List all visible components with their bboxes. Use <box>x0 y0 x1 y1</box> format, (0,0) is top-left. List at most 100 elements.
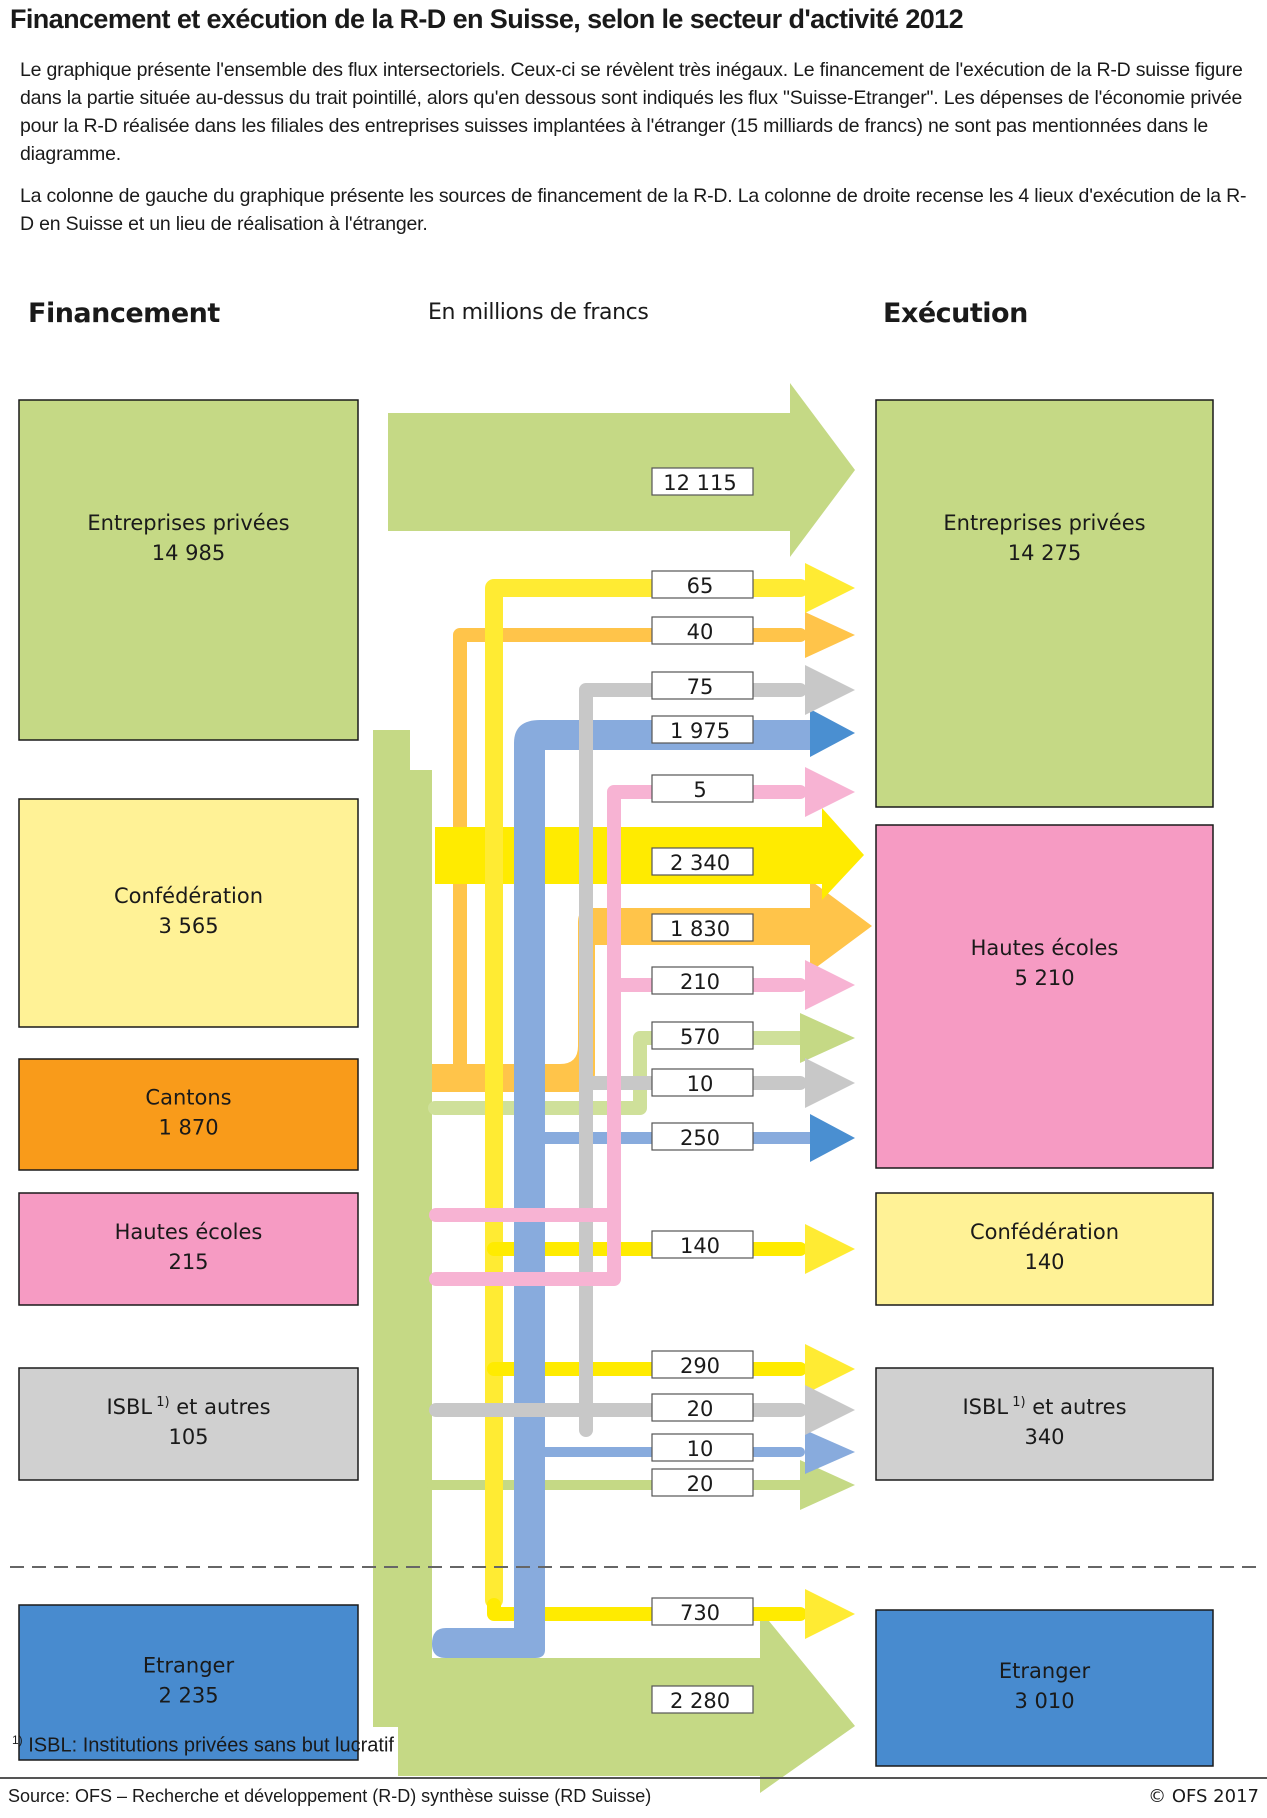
source-box-label-isbl: ISBL 1) et autres <box>106 1395 270 1419</box>
source-box-value-cantons: 1 870 <box>158 1116 218 1140</box>
flow-value-box <box>651 1122 754 1151</box>
flow-value-label: 10 <box>651 1068 754 1097</box>
flow-value-box <box>651 467 754 496</box>
target-box-value-confederation: 140 <box>1024 1250 1064 1274</box>
flow-value-label: 290 <box>651 1350 754 1379</box>
target-box-confederation: Confédération 140 <box>875 1192 1214 1306</box>
chart-title: Financement et exécution de la R-D en Su… <box>10 4 964 34</box>
flow-value-label: 1 830 <box>651 913 754 942</box>
flow-value-label: 730 <box>651 1597 754 1626</box>
flow-value-box <box>651 774 754 803</box>
source-box-hautes_ecoles: Hautes écoles 215 <box>18 1192 359 1306</box>
flow-value-text: 1 830 <box>670 917 730 941</box>
source-box-value-hautes_ecoles: 215 <box>168 1250 208 1274</box>
unit-label: En millions de francs <box>428 300 649 325</box>
target-box-value-etranger: 3 010 <box>1014 1689 1074 1713</box>
target-box-isbl: ISBL 1) et autres 340 <box>875 1367 1214 1481</box>
flow-value-text: 20 <box>687 1397 714 1421</box>
source-box-rect-confederation <box>18 798 359 1028</box>
flow-value-box <box>651 1350 754 1379</box>
source-box-value-confederation: 3 565 <box>158 914 218 938</box>
flow-value-label: 210 <box>651 966 754 995</box>
flow-value-box <box>651 1230 754 1259</box>
source-text: Source: OFS – Recherche et développement… <box>8 1786 652 1806</box>
flow-value-label: 140 <box>651 1230 754 1259</box>
source-box-value-etranger: 2 235 <box>158 1684 218 1708</box>
flow-value-text: 40 <box>687 620 714 644</box>
execution-heading: Exécution <box>883 298 1028 329</box>
arrowhead-entreprises-hautes-ecoles <box>800 1013 855 1063</box>
source-box-value-entreprises: 14 985 <box>152 541 225 565</box>
source-box-cantons: Cantons 1 870 <box>18 1058 359 1171</box>
flow-value-label: 20 <box>651 1468 754 1497</box>
flow-value-text: 140 <box>680 1234 720 1258</box>
source-box-confederation: Confédération 3 565 <box>18 798 359 1028</box>
flow-value-label: 20 <box>651 1393 754 1422</box>
target-box-rect-hautes_ecoles <box>875 824 1214 1169</box>
flow-value-box <box>651 715 754 744</box>
flow-value-text: 730 <box>680 1601 720 1625</box>
arrowhead-confederation-etranger <box>805 1589 855 1639</box>
source-box-label-hautes_ecoles: Hautes écoles <box>115 1220 263 1244</box>
flow-value-text: 290 <box>680 1354 720 1378</box>
source-box-etranger: Etranger 2 235 <box>18 1604 359 1761</box>
target-box-rect-confederation <box>875 1192 1214 1306</box>
source-box-label-etranger: Etranger <box>143 1654 235 1678</box>
flow-arrow-entreprises-etranger <box>373 770 855 1793</box>
arrowhead-isbl-hautes-ecoles <box>805 1058 855 1108</box>
flow-value-text: 1 975 <box>670 719 730 743</box>
flows-layer <box>333 383 872 1793</box>
intro-paragraph-2: La colonne de gauche du graphique présen… <box>20 185 1247 235</box>
arrowhead-entreprises-isbl <box>800 1460 855 1510</box>
flow-arrow-cantons-hautes-ecoles <box>432 880 872 1092</box>
flow-value-label: 75 <box>651 671 754 700</box>
source-box-rect-cantons <box>18 1058 359 1171</box>
target-box-value-isbl: 340 <box>1024 1425 1064 1449</box>
source-box-label-cantons: Cantons <box>145 1086 231 1110</box>
flow-value-text: 2 340 <box>670 851 730 875</box>
flow-value-label: 250 <box>651 1122 754 1151</box>
source-box-rect-etranger <box>18 1604 359 1761</box>
flow-value-text: 65 <box>687 574 714 598</box>
target-box-rect-isbl <box>875 1367 1214 1481</box>
footnote-ref: 1) <box>1008 1395 1025 1410</box>
flow-value-label: 12 115 <box>651 467 754 496</box>
flow-value-box <box>651 966 754 995</box>
source-box-rect-entreprises <box>18 399 359 741</box>
target-box-label-etranger: Etranger <box>999 1659 1091 1683</box>
source-box-isbl: ISBL 1) et autres 105 <box>18 1367 359 1481</box>
flow-value-box <box>651 1433 754 1462</box>
target-box-value-hautes_ecoles: 5 210 <box>1014 966 1074 990</box>
target-box-etranger: Etranger 3 010 <box>875 1609 1214 1767</box>
flow-value-box <box>651 1021 754 1050</box>
source-box-label-confederation: Confédération <box>114 884 263 908</box>
flow-value-label: 10 <box>651 1433 754 1462</box>
arrowhead-cantons-entreprises <box>805 612 855 658</box>
arrowhead-isbl-isbl <box>805 1385 855 1435</box>
flow-value-label: 65 <box>651 570 754 599</box>
flow-value-box <box>651 1685 754 1714</box>
flow-value-box <box>651 847 754 876</box>
flow-value-label: 5 <box>651 774 754 803</box>
intro-paragraph-1: Le graphique présente l'ensemble des flu… <box>20 59 1243 165</box>
target-box-rect-entreprises <box>875 399 1214 808</box>
target-box-label-confederation: Confédération <box>970 1220 1119 1244</box>
flow-value-text: 12 115 <box>663 471 736 495</box>
flow-value-box <box>651 913 754 942</box>
source-box-rect-isbl <box>18 1367 359 1481</box>
source-box-value-isbl: 105 <box>168 1425 208 1449</box>
arrowhead-hautes-ecoles-hautes-ecoles <box>805 960 855 1010</box>
footer-rule <box>0 1777 1267 1779</box>
flow-value-text: 10 <box>687 1072 714 1096</box>
flow-arrow-entreprises-entreprises <box>388 383 855 557</box>
flow-value-box <box>651 616 754 645</box>
target-box-label-entreprises: Entreprises privées <box>943 511 1145 535</box>
arrowhead-etranger-isbl <box>805 1430 855 1474</box>
arrowhead-isbl-entreprises <box>805 665 855 715</box>
target-box-rect-etranger <box>875 1609 1214 1767</box>
target-box-label-isbl: ISBL 1) et autres <box>962 1395 1126 1419</box>
